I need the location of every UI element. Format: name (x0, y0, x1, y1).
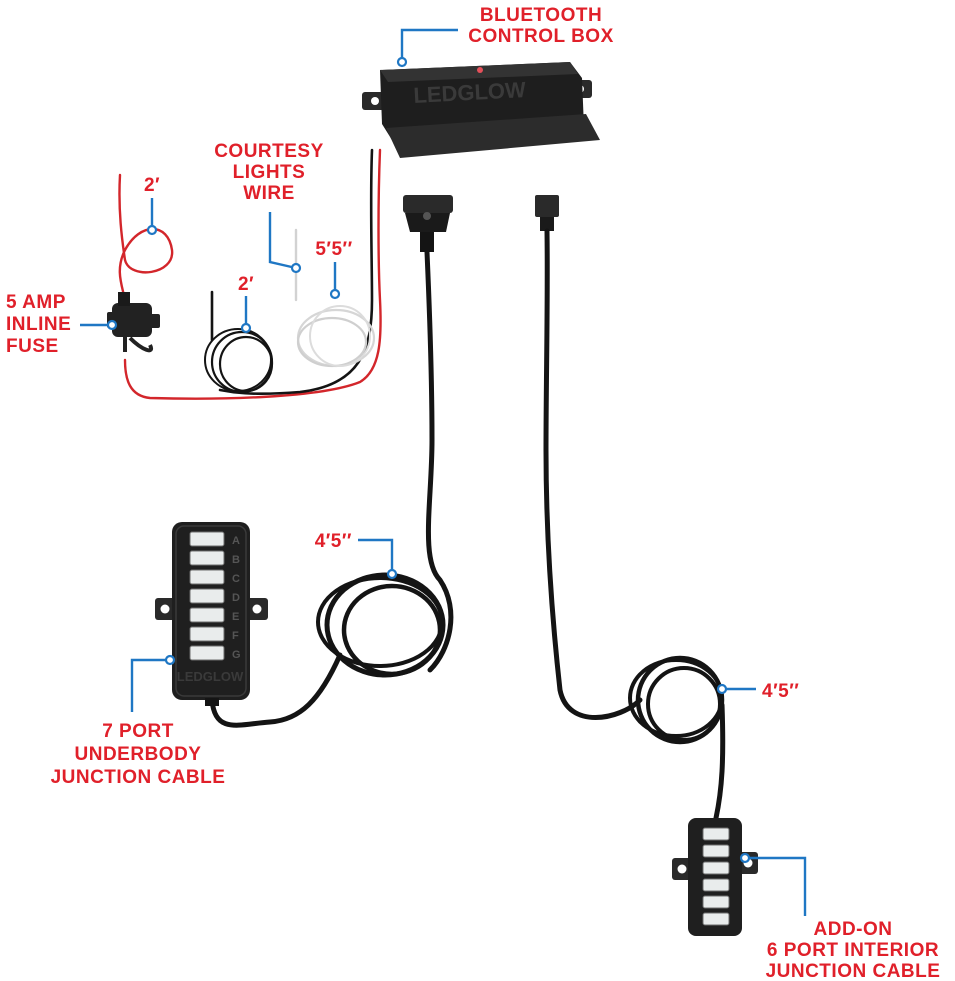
seven-port-junction-box: A B C D E F G LEDGLOW (155, 522, 268, 706)
black-wire-coil (204, 290, 274, 394)
bluetooth-label-line2: CONTROL BOX (468, 26, 614, 47)
underbody-label-line1: 7 PORT (102, 721, 174, 742)
port-letter-g: G (232, 649, 241, 661)
six-port-junction-box (672, 818, 758, 936)
callouts (80, 28, 807, 916)
bluetooth-label-line1: BLUETOOTH (480, 5, 602, 26)
port-letter-b: B (232, 554, 240, 566)
fuse-label-line1: 5 AMP (6, 292, 66, 313)
port-letter-f: F (232, 630, 239, 642)
interior-cable (535, 195, 726, 821)
port-letter-a: A (232, 535, 240, 547)
fuse-label-line3: FUSE (6, 336, 59, 357)
red-wire-length: 2′ (144, 175, 160, 196)
junction-box-brand: LEDGLOW (177, 669, 244, 684)
interior-cable-length: 4′5′′ (762, 681, 799, 702)
underbody-cable (209, 195, 454, 728)
courtesy-wire-length: 5′5′′ (315, 239, 352, 260)
labels: BLUETOOTH CONTROL BOX COURTESY LIGHTS WI… (6, 5, 940, 981)
control-box-brand: LEDGLOW (413, 77, 527, 108)
underbody-label-line2: UNDERBODY (75, 744, 202, 765)
main-red-wire (123, 148, 382, 400)
addon-label-line1: ADD-ON (814, 919, 893, 940)
addon-label-line2: 6 PORT INTERIOR (767, 940, 939, 961)
port-letter-c: C (232, 573, 240, 585)
underbody-cable-length: 4′5′′ (315, 531, 352, 552)
underbody-label-line3: JUNCTION CABLE (51, 767, 226, 788)
black-wire-length: 2′ (238, 274, 254, 295)
fuse-label-line2: INLINE (6, 314, 71, 335)
port-letter-e: E (232, 611, 239, 623)
bluetooth-control-box: LEDGLOW (362, 62, 600, 158)
addon-label-line3: JUNCTION CABLE (766, 961, 941, 981)
courtesy-label-line2: LIGHTS (233, 162, 306, 183)
courtesy-label-line1: COURTESY (214, 141, 324, 162)
port-letter-d: D (232, 592, 240, 604)
courtesy-label-line3: WIRE (243, 183, 295, 204)
